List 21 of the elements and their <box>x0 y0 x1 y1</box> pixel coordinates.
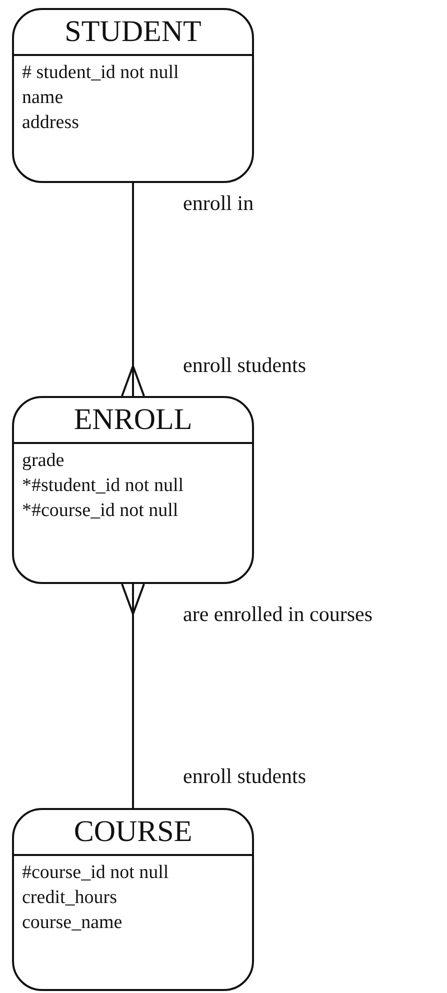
relationship-label: enroll students <box>183 353 306 377</box>
entity-name: STUDENT <box>64 15 202 49</box>
attribute-text: address <box>22 111 79 135</box>
attribute-text: credit_hours <box>22 886 117 910</box>
attribute-text: course_name <box>22 911 122 935</box>
relationship-line <box>121 183 145 397</box>
attribute-text: name <box>22 86 64 110</box>
attribute-text: # student_id not null <box>22 61 179 85</box>
entity-box <box>12 8 254 183</box>
relationship-label: are enrolled in courses <box>183 602 373 626</box>
relationship-line <box>121 583 145 808</box>
attribute-text: *#course_id not null <box>22 499 178 523</box>
relationship-label: enroll in <box>183 191 254 215</box>
entity-name: ENROLL <box>74 403 192 437</box>
attribute-text: #course_id not null <box>22 861 169 885</box>
entity-box <box>12 396 254 584</box>
relationship-label: enroll students <box>183 764 306 788</box>
entity-name: COURSE <box>74 815 192 849</box>
attribute-text: grade <box>22 449 64 473</box>
entity-box <box>12 808 254 991</box>
attribute-text: *#student_id not null <box>22 474 184 498</box>
